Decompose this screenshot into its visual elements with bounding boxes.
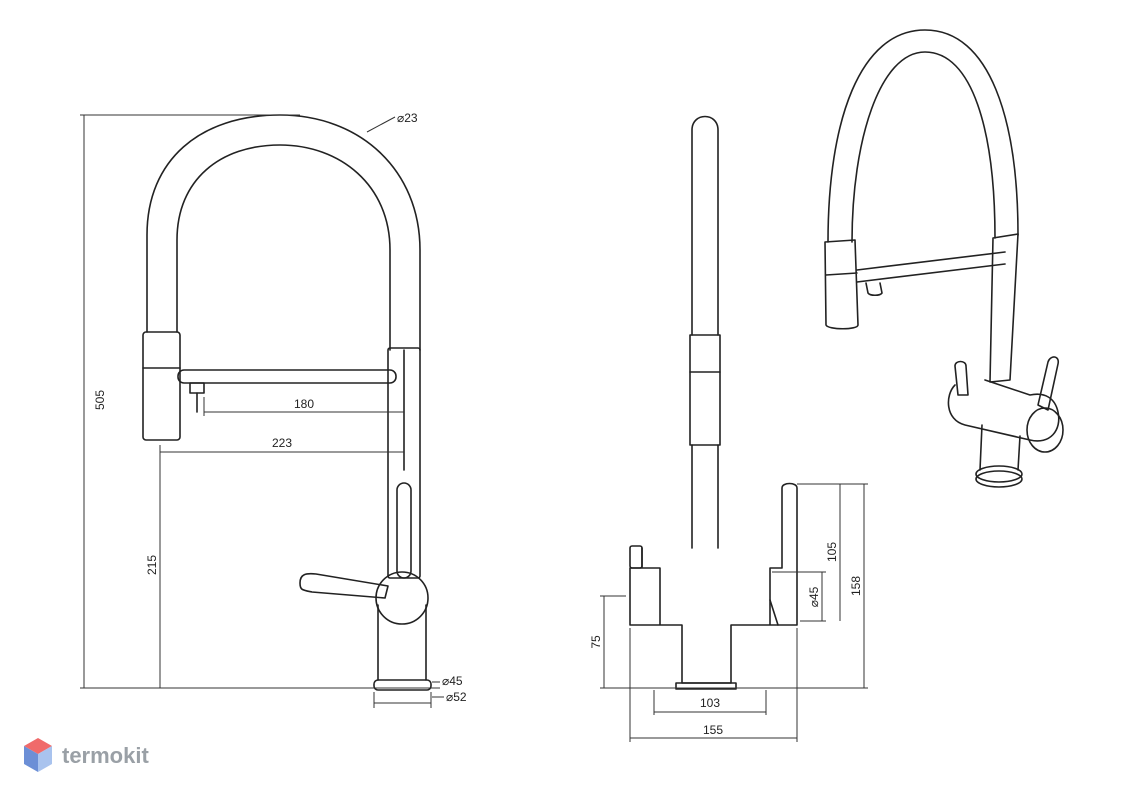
cube-right-face: [38, 746, 52, 772]
dim-reach-223: 223: [272, 436, 292, 450]
dim-height-75: 75: [589, 635, 603, 649]
dim-height-158: 158: [849, 576, 863, 596]
perspective-right-lever: [1037, 356, 1060, 411]
dim-reach-180: 180: [294, 397, 314, 411]
dim-outlet-height: 215: [145, 555, 159, 575]
dim-base-45: ⌀45: [442, 674, 463, 688]
front-spray-head: [142, 331, 181, 441]
perspective-view: [824, 29, 1064, 488]
side-spray-head: [689, 334, 721, 446]
side-body: [629, 482, 798, 684]
dim-base-52: ⌀52: [446, 690, 467, 704]
side-hose: [691, 115, 719, 336]
front-valve-knob: [375, 571, 429, 625]
perspective-valve-body: [947, 379, 1060, 442]
side-view: 103 155 75 ⌀45 105 158: [589, 115, 868, 742]
front-upright-lever: [396, 482, 412, 579]
dim-total-height: 505: [93, 390, 107, 410]
brand-cube-icon: [24, 738, 52, 772]
perspective-body-column: [989, 233, 1019, 383]
perspective-base: [975, 465, 1023, 483]
cube-left-face: [24, 746, 38, 772]
front-hose: [146, 114, 421, 351]
front-base: [373, 679, 432, 691]
front-support-bar: [177, 369, 397, 384]
dim-width-103: 103: [700, 696, 720, 710]
brand-name: termokit: [62, 743, 149, 768]
front-view: 505 ⌀23 180 223 215 ⌀45 ⌀52: [80, 111, 467, 708]
perspective-spray-head: [824, 239, 859, 330]
perspective-left-lever: [954, 360, 969, 396]
dim-hose-diameter: ⌀23: [397, 111, 418, 125]
side-dimensions: 103 155 75 ⌀45 105 158: [589, 483, 868, 742]
front-dimensions: 505 ⌀23 180 223 215 ⌀45 ⌀52: [80, 111, 467, 708]
dim-side-diameter-45: ⌀45: [807, 586, 821, 607]
side-base: [675, 682, 737, 690]
front-side-lever: [299, 572, 389, 599]
dim-height-105: 105: [825, 542, 839, 562]
brand-logo: termokit: [24, 738, 149, 772]
dim-width-155: 155: [703, 723, 723, 737]
perspective-hose: [827, 29, 1019, 243]
perspective-support-bar: [856, 251, 1006, 283]
